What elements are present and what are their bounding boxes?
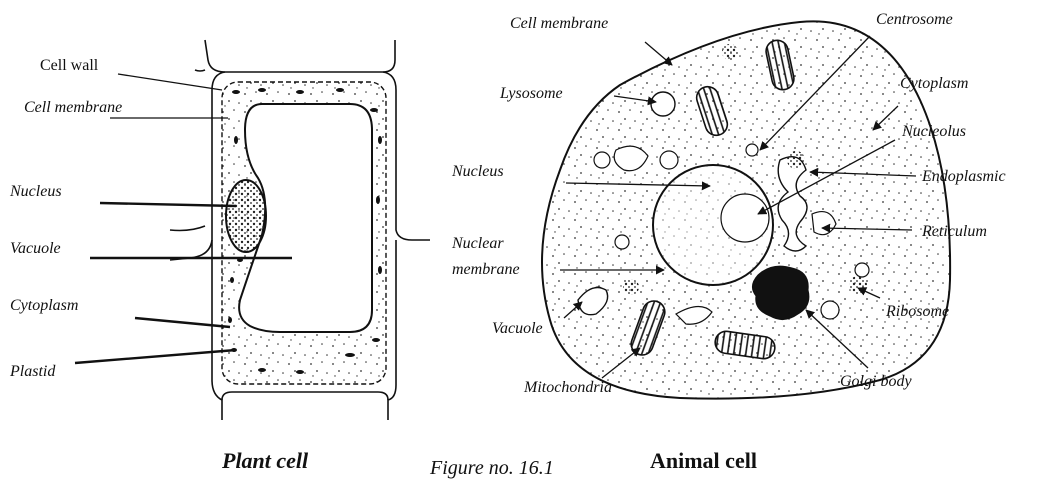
plant-label-cytoplasm: Cytoplasm [10, 297, 78, 314]
plant-nucleus-leader [100, 203, 236, 206]
animal-label-nucleolus: Nucleolus [901, 123, 966, 140]
animal-centrosome [746, 144, 758, 156]
animal-label-ribosome: Ribosome [885, 303, 949, 320]
animal-cell-membrane-leader [645, 42, 672, 65]
animal-nucleolus [721, 194, 769, 242]
animal-label-reticulum: Reticulum [921, 223, 987, 240]
plant-cell-wall-right-lower [388, 240, 396, 420]
animal-label-nucleus: Nucleus [451, 163, 504, 180]
animal-label-nuclear: Nuclear [451, 235, 504, 252]
plant-label-nucleus: Nucleus [9, 183, 62, 200]
animal-label-centrosome: Centrosome [876, 11, 953, 28]
plant-cell-wall-bottom [222, 392, 388, 400]
animal-label-lysosome: Lysosome [499, 85, 563, 102]
plant-cell-wall-leader [118, 74, 222, 90]
plant-cytoplasm-leader [135, 318, 230, 327]
plant-cell-wall-left-lower [212, 240, 222, 420]
plant-cell-wall-right [383, 72, 430, 240]
animal-lysosome [651, 92, 675, 116]
animal-cell-caption: Animal cell [650, 448, 757, 473]
plant-wall-junction-left [170, 226, 205, 231]
plant-cell-drawing [75, 40, 430, 420]
animal-label-cell-membrane: Cell membrane [510, 15, 608, 32]
figure-number: Figure no. 16.1 [429, 457, 554, 479]
animal-label-cytoplasm: Cytoplasm [900, 75, 968, 92]
plant-label-vacuole: Vacuole [10, 240, 61, 257]
plant-cell-caption: Plant cell [221, 448, 309, 473]
plant-cell-wall-left [170, 72, 225, 260]
plant-nucleus [226, 180, 266, 252]
animal-label-mitochondria: Mitochondria [523, 379, 612, 396]
plant-label-plastid: Plastid [9, 363, 56, 380]
animal-label-golgi-body: Golgi body [840, 373, 912, 390]
animal-label-vacuole: Vacuole [492, 320, 543, 337]
animal-label-endoplasmic: Endoplasmic [921, 168, 1006, 185]
animal-cell-drawing [542, 21, 950, 398]
plant-wall-junction [195, 70, 205, 71]
animal-label-membrane: membrane [452, 261, 520, 278]
plant-cell-wall-top [205, 40, 395, 72]
plant-label-cell-membrane: Cell membrane [24, 99, 122, 116]
plant-label-cell-wall: Cell wall [40, 57, 99, 74]
